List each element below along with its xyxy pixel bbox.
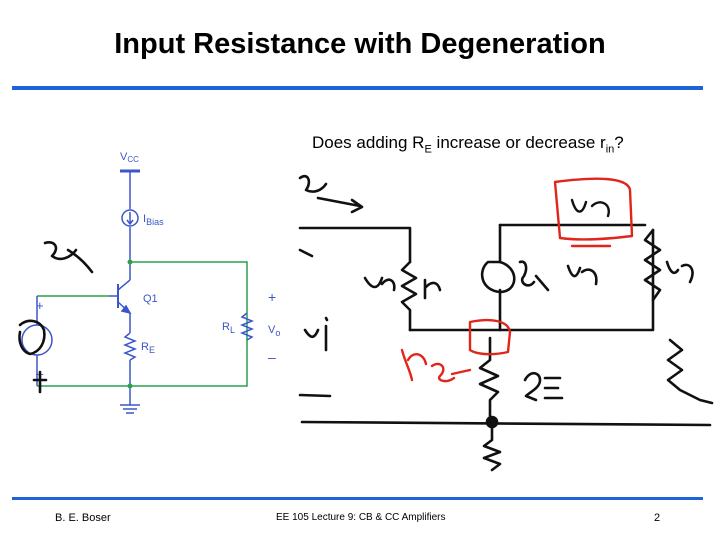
- footer-course: EE 105 Lecture 9: CB & CC Amplifiers: [276, 512, 446, 523]
- question-middle: increase or decrease r: [431, 133, 606, 152]
- slide-title: Input Resistance with Degeneration: [114, 28, 606, 60]
- source-plus: +: [36, 298, 44, 313]
- vo-minus: –: [268, 349, 276, 365]
- vo-plus: +: [268, 289, 276, 305]
- question-sub-e: E: [424, 143, 432, 156]
- vo-label: Vo: [268, 324, 280, 338]
- footer-author: B. E. Boser: [55, 512, 111, 524]
- rl-label: RL: [222, 321, 235, 335]
- footer-rule: [12, 497, 703, 500]
- question-prefix: Does adding R: [312, 133, 425, 152]
- question-suffix: ?: [614, 133, 624, 152]
- question-text: Does adding RE increase or decrease rin?: [312, 133, 624, 155]
- re-label: RE: [141, 341, 155, 355]
- vcc-label: VCC: [120, 151, 139, 164]
- ibias-label: IBias: [143, 213, 164, 227]
- question-sub-in: in: [605, 143, 615, 156]
- footer-page-number: 2: [654, 512, 661, 524]
- q1-label: Q1: [143, 293, 158, 305]
- title-rule: [12, 86, 703, 90]
